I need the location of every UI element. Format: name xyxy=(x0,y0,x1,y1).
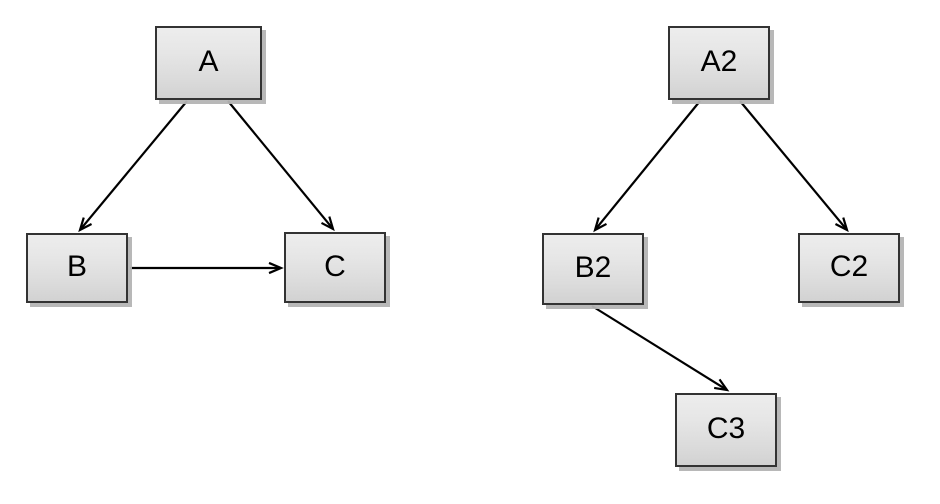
node-label-c3: C3 xyxy=(706,412,746,445)
edge-line-B2-to-C3 xyxy=(591,305,727,391)
node-a2[interactable]: A2 xyxy=(668,26,770,100)
node-label-b2: B2 xyxy=(574,251,612,284)
node-label-c2: C2 xyxy=(829,250,869,283)
arrowhead-A2-to-B2 xyxy=(593,217,608,233)
node-label-b: B xyxy=(66,250,87,283)
node-c2[interactable]: C2 xyxy=(798,233,900,303)
arrowhead-B2-to-C3 xyxy=(713,378,730,392)
node-b2[interactable]: B2 xyxy=(542,233,644,305)
node-label-c: C xyxy=(324,249,346,283)
node-c3[interactable]: C3 xyxy=(675,393,777,467)
edge-line-A-to-C xyxy=(227,100,334,229)
edge-line-A2-to-C2 xyxy=(739,100,848,230)
node-label-a: A xyxy=(198,45,219,78)
edge-line-A2-to-B2 xyxy=(594,100,701,230)
node-label-a2: A2 xyxy=(700,45,738,78)
arrowhead-A-to-C xyxy=(320,216,335,232)
node-a[interactable]: A xyxy=(155,26,262,100)
arrowhead-B-to-C xyxy=(268,261,284,275)
node-c[interactable]: C xyxy=(284,232,386,303)
node-b[interactable]: B xyxy=(26,233,128,303)
edge-line-A-to-B xyxy=(79,100,188,230)
arrowhead-A-to-B xyxy=(78,217,93,233)
arrowhead-A2-to-C2 xyxy=(834,217,849,233)
